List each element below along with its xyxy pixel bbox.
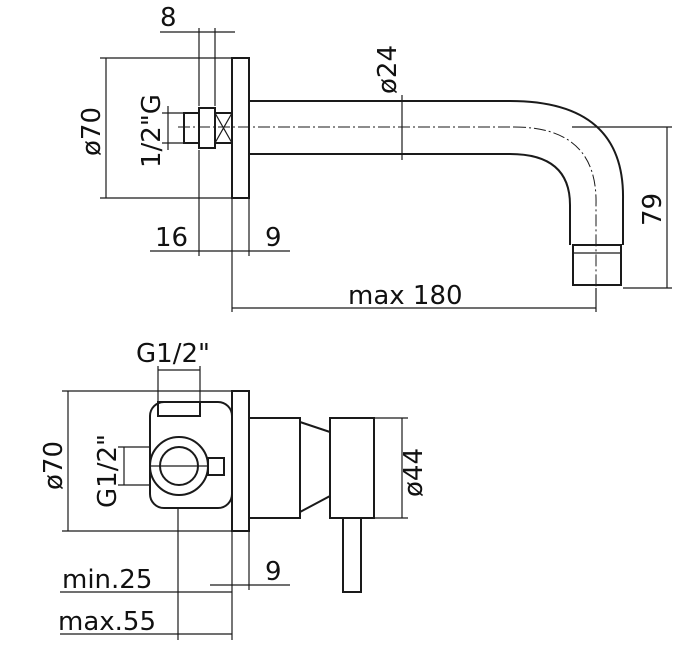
dim-plate-diameter-lower: ø70	[39, 441, 69, 490]
bottom-view-dimension-lines	[60, 366, 408, 640]
top-view-dimension-lines	[100, 28, 672, 312]
dim-spout-diameter: ø24	[373, 45, 403, 94]
cartridge-housing	[329, 417, 375, 519]
dim-thread: 1/2"G	[137, 94, 167, 168]
thread-stub	[183, 112, 200, 144]
side-screw	[207, 457, 225, 476]
dim-min-depth: min.25	[62, 565, 152, 595]
top-view-labels: 8 ø24 ø70 1/2"G 16 9 79 max 180	[77, 3, 668, 311]
dim-plate-thickness: 9	[265, 223, 282, 253]
mixer-transition	[299, 421, 331, 513]
dim-inlet-thread-side: G1/2"	[93, 434, 123, 508]
inlet-neck	[157, 401, 201, 417]
dim-plate-diameter: ø70	[77, 107, 107, 156]
spout-inner-edge	[249, 153, 571, 245]
mixer-body	[249, 417, 301, 519]
handle-lever	[342, 517, 362, 593]
spout-outer-edge	[249, 100, 625, 245]
dim-nut-width: 8	[160, 3, 177, 33]
dim-handle-diameter: ø44	[399, 448, 429, 497]
connector	[214, 112, 233, 144]
dim-body-depth: 16	[155, 223, 188, 253]
dim-plate-thickness-lower: 9	[265, 557, 282, 587]
dim-inlet-thread-top: G1/2"	[136, 339, 210, 369]
spout-nozzle	[572, 244, 622, 286]
dim-max-depth: max.55	[58, 607, 156, 637]
wall-plate	[231, 57, 250, 199]
bottom-view-labels: G1/2" ø70 G1/2" ø44 9 min.25 max.55	[39, 339, 429, 637]
mixer-wall-plate	[231, 390, 250, 532]
spout-assembly-view	[178, 57, 625, 290]
hex-nut	[198, 107, 216, 149]
dim-spout-height: 79	[638, 193, 668, 226]
mixer-assembly-view	[149, 390, 375, 593]
dim-spout-length: max 180	[348, 281, 463, 311]
